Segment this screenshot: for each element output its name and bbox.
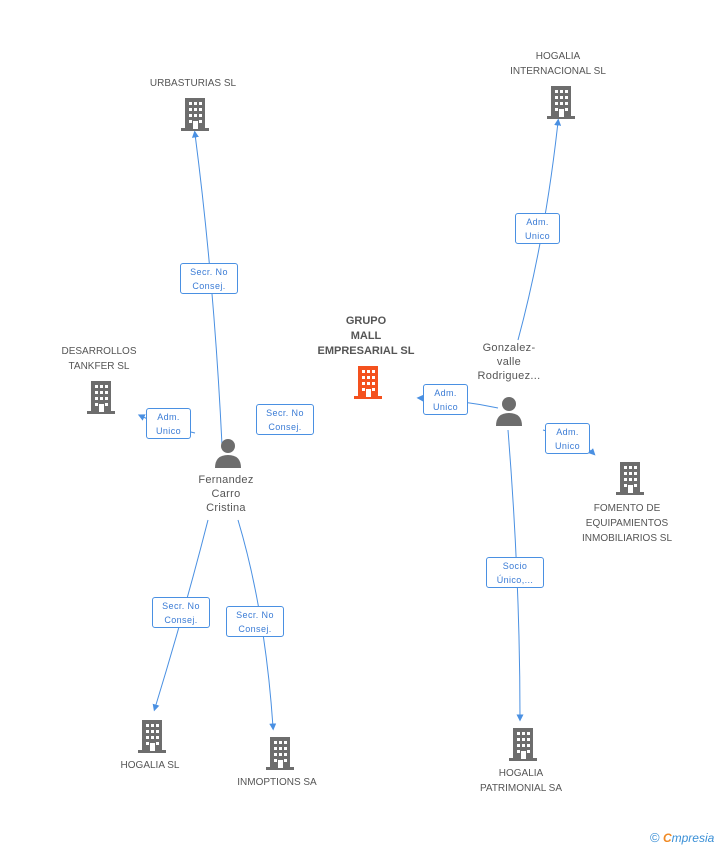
brand-rest: mpresia [671,831,715,845]
role-badge-secr-inmoptions[interactable]: Secr. No Consej. [226,606,284,637]
role-line: Secr. No [266,408,304,418]
role-badge-secr-urbasturias[interactable]: Secr. No Consej. [180,263,238,294]
role-line: Unico [432,402,458,412]
company-label-hogalia-internacional[interactable]: HOGALIA INTERNACIONAL SL [510,51,606,77]
company-label-urbasturias[interactable]: URBASTURIAS SL [149,78,237,89]
role-badge-secr-hogalia[interactable]: Secr. No Consej. [152,597,210,628]
role-line: Consej. [164,615,198,625]
person-label-fernandez[interactable]: Fernandez Carro Cristina [198,474,254,514]
role-badge-adm-fomento[interactable]: Adm. Unico [545,423,590,454]
role-line: Consej. [268,422,302,432]
role-badge-secr-central[interactable]: Secr. No Consej. [256,404,314,435]
company-label-hogalia-patrimonial[interactable]: HOGALIA PATRIMONIAL SA [479,768,563,794]
role-line: Socio [502,561,528,571]
role-line: Secr. No [236,610,274,620]
role-badge-adm-central[interactable]: Adm. Unico [423,384,468,415]
building-icon[interactable] [546,85,576,119]
role-line: Secr. No [190,267,228,277]
role-line: Consej. [238,624,272,634]
central-company-label[interactable]: GRUPO MALL EMPRESARIAL SL [317,315,415,357]
role-line: Adm. [434,388,457,398]
company-label-desarrollos-tankfer[interactable]: DESARROLLOS TANKFER SL [61,346,137,372]
company-label-fomento[interactable]: FOMENTO DE EQUIPAMIENTOS INMOBILIARIOS S… [581,503,673,544]
copyright-icon: © [650,830,660,845]
role-line: Adm. [526,217,549,227]
role-badge-adm-hogalia-internacional[interactable]: Adm. Unico [515,213,560,244]
role-line: Unico [554,441,580,451]
person-label-gonzalez[interactable]: Gonzalez- valle Rodriguez... [477,342,541,382]
role-line: Secr. No [162,601,200,611]
role-badge-socio-patrimonial[interactable]: Socio Único,... [486,557,544,588]
role-line: Adm. [157,412,180,422]
role-line: Adm. [556,427,579,437]
role-badge-adm-tankfer[interactable]: Adm. Unico [146,408,191,439]
brand-logo: © Cmpresia [650,830,714,845]
building-icon[interactable] [615,461,645,495]
building-icon-central[interactable] [353,365,383,399]
role-line: Único,... [496,575,534,585]
building-icon[interactable] [137,719,167,753]
building-icon[interactable] [180,97,210,131]
role-line: Unico [524,231,550,241]
company-label-inmoptions[interactable]: INMOPTIONS SA [237,777,317,788]
building-icon[interactable] [86,380,116,414]
person-icon[interactable] [495,396,523,426]
person-icon[interactable] [214,438,242,468]
building-icon[interactable] [265,736,295,770]
role-line: Consej. [192,281,226,291]
role-line: Unico [155,426,181,436]
company-label-hogalia[interactable]: HOGALIA SL [120,760,180,771]
building-icon[interactable] [508,727,538,761]
brand-initial: C [662,831,672,845]
